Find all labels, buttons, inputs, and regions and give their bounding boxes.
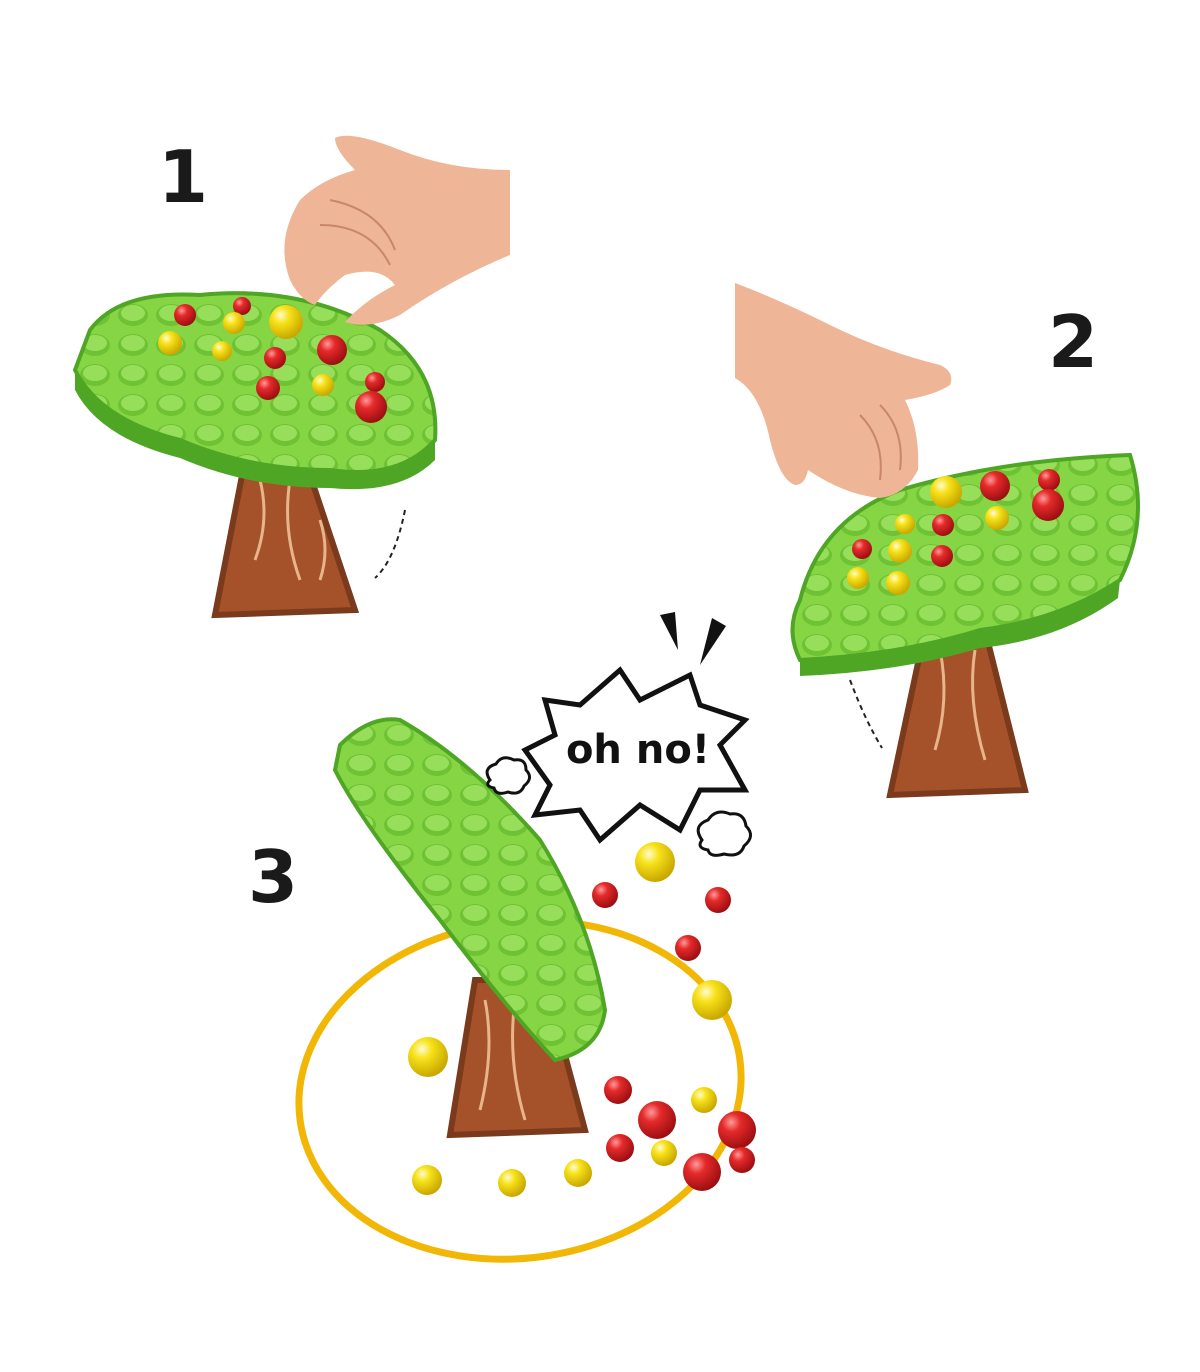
burst-bubble: oh no! (485, 612, 752, 857)
tilt-arrow-icon (849, 679, 883, 749)
tree-step-3 (332, 717, 608, 1139)
hand-icon (284, 135, 510, 325)
tree-step-1 (72, 291, 438, 619)
falling-apples (408, 842, 756, 1197)
tilt-arrow-icon (374, 509, 406, 579)
puff-cloud-icon (696, 810, 752, 857)
step-1-label: 1 (158, 135, 209, 219)
tree-step-2 (790, 452, 1140, 799)
apples-step-1 (158, 297, 387, 423)
step-3-label: 3 (248, 835, 299, 919)
hand-icon (735, 283, 952, 498)
exclamation-text: oh no! (566, 727, 710, 773)
puff-cloud-icon (485, 756, 531, 795)
apples-step-2 (847, 469, 1064, 595)
step-2-label: 2 (1048, 300, 1099, 384)
canopy (332, 717, 608, 1063)
exclaim-marks-icon (660, 612, 726, 665)
